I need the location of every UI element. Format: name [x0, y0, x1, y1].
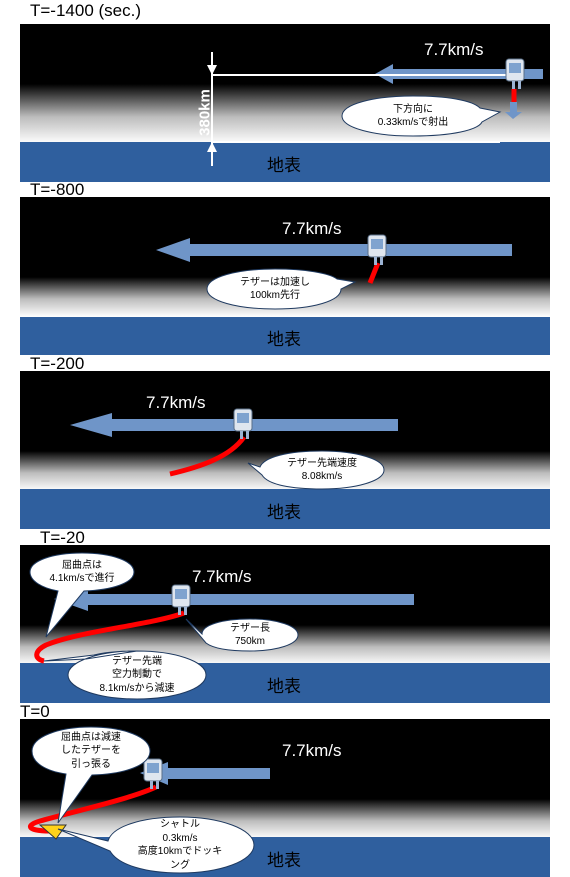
- panel-t-20: 地表 7.7km/s 屈曲点は 4.1km/sで進行 テザー長 750km テザ: [20, 545, 550, 703]
- callout-line: テザー先端: [112, 655, 162, 667]
- altitude-label-box: 380km: [196, 84, 214, 144]
- callout-line: したテザーを: [61, 745, 121, 757]
- atmosphere-region: [20, 799, 550, 839]
- callout: テザーは加速し 100km先行: [205, 267, 357, 311]
- callout: 下方向に 0.33km/sで射出: [340, 94, 502, 138]
- orbit-arrow: [156, 238, 512, 262]
- callout-line: 4.1km/sで進行: [49, 573, 115, 584]
- altitude-marker: [207, 52, 510, 166]
- space-region: [20, 197, 550, 277]
- ground-region: [20, 489, 550, 529]
- callout-line: ング: [170, 859, 190, 871]
- tether: [367, 262, 381, 284]
- tether: [34, 610, 185, 664]
- satellite-icon: [143, 758, 163, 789]
- callout-line: 引っ張る: [71, 758, 111, 770]
- callout-line: 空力制動で: [112, 669, 162, 681]
- ground-region: [20, 317, 550, 355]
- callout: テザー先端速度 8.08km/s: [247, 449, 386, 491]
- time-label: T=-800: [30, 180, 85, 199]
- down-arrow: [505, 102, 522, 119]
- ground-label: 地表: [267, 677, 301, 696]
- tether: [28, 784, 158, 834]
- panel-t0: 地表 7.7km/s 屈曲点は減速 したテザーを 引っ張る シャトル 0.3km…: [20, 719, 550, 877]
- callout-line: 下方向に: [393, 103, 433, 115]
- ground-label: 地表: [267, 851, 301, 870]
- ground-label: 地表: [267, 330, 301, 349]
- callout-line: 100km先行: [249, 290, 300, 301]
- callout-line: シャトル: [160, 819, 200, 830]
- satellite-icon: [233, 408, 253, 439]
- time-label: T=-20: [40, 528, 85, 547]
- callout: シャトル 0.3km/s 高度10kmでドッキ ング: [57, 815, 256, 875]
- callout-line: テザーは加速し: [240, 276, 310, 288]
- panel-t-200: 地表 7.7km/s テザー先端速度 8.08km/s: [20, 371, 550, 529]
- tether: [169, 435, 247, 477]
- panel-t-1400: 地表 7.7km/s 380km: [20, 24, 550, 182]
- space-region: [20, 371, 550, 451]
- callout-line: 高度10kmでドッキ: [137, 846, 223, 857]
- callout-line: 0.33km/sで射出: [377, 117, 449, 128]
- speed-label: 7.7km/s: [282, 219, 342, 238]
- altitude-label: 380km: [196, 89, 214, 136]
- ground-region: [20, 142, 550, 182]
- callout: 屈曲点は減速 したテザーを 引っ張る: [30, 725, 152, 824]
- shuttle-icon: [38, 824, 67, 840]
- time-label: T=-1400 (sec.): [30, 1, 142, 20]
- satellite-icon: [367, 234, 387, 265]
- callout-line: 0.3km/s: [162, 832, 198, 844]
- speed-label: 7.7km/s: [282, 741, 342, 760]
- panel-t-800: 地表 7.7km/s テザーは加速し 100km先行: [20, 197, 550, 355]
- callout-line: テザー長: [230, 622, 270, 634]
- orbit-arrow: [70, 413, 398, 437]
- speed-label: 7.7km/s: [192, 567, 252, 586]
- callout-line: 屈曲点は減速: [61, 731, 121, 743]
- callout: テザー長 750km: [185, 617, 300, 653]
- callout-line: 750km: [234, 636, 265, 647]
- ground-label: 地表: [267, 503, 301, 522]
- callout-line: 8.1km/sから減速: [99, 682, 175, 694]
- ground-label: 地表: [267, 156, 301, 175]
- time-label: T=0: [20, 702, 50, 721]
- speed-label: 7.7km/s: [146, 393, 206, 412]
- satellite-icon: [171, 584, 191, 615]
- callout-line: 8.08km/s: [301, 471, 343, 482]
- speed-label: 7.7km/s: [424, 40, 484, 59]
- callout-line: テザー先端速度: [287, 457, 357, 469]
- callout: テザー先端 空力制動で 8.1km/sから減速: [43, 649, 208, 701]
- callout: 屈曲点は 4.1km/sで進行: [28, 551, 136, 638]
- satellite-icon: [505, 58, 525, 89]
- time-label: T=-200: [30, 354, 85, 373]
- callout-line: 屈曲点は: [62, 559, 102, 571]
